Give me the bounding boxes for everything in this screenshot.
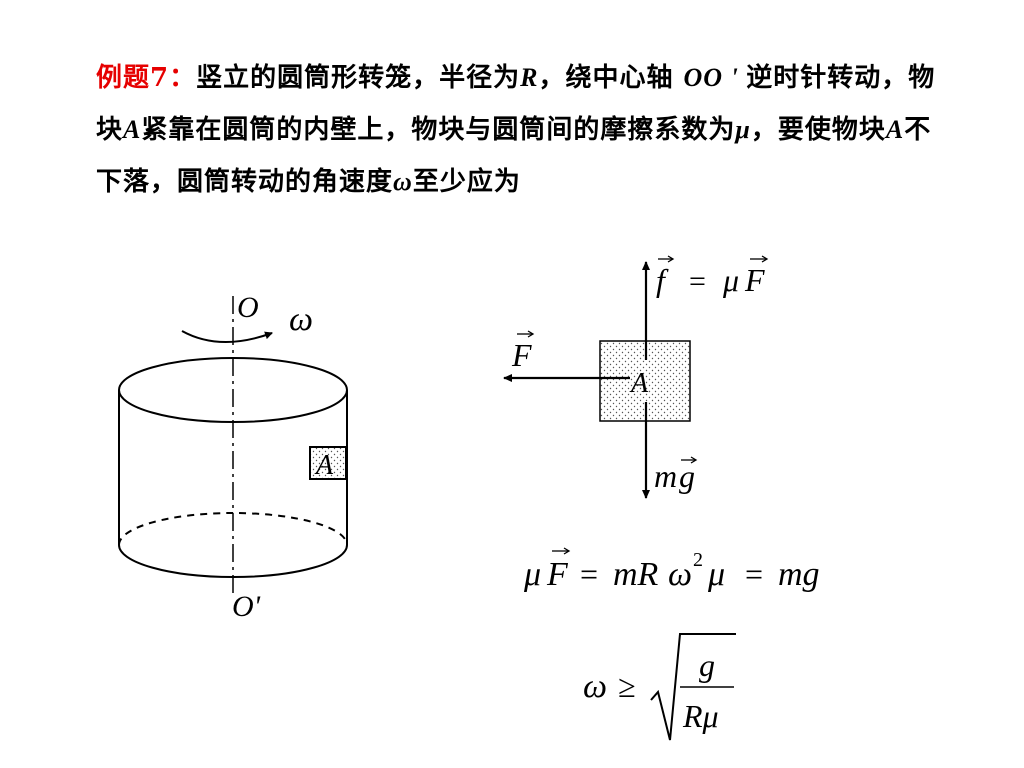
friction-rhs-vector-tip	[761, 255, 769, 263]
ineq-radical	[650, 633, 736, 741]
var-mu: μ	[735, 115, 751, 144]
ineq-denominator: Rμ	[682, 698, 719, 734]
force-block-label: A	[629, 368, 649, 399]
ineq-omega: ω	[583, 668, 607, 705]
rotation-arrow	[181, 330, 273, 343]
normal-force-label: F	[511, 337, 532, 373]
gravity-m: m	[654, 458, 677, 494]
axis-top-label: O	[237, 291, 259, 324]
eq1-equals-1: =	[580, 556, 598, 592]
var-A-1: A	[123, 115, 142, 144]
gravity-g: g	[679, 458, 695, 494]
friction-lhs: f	[656, 262, 669, 298]
eq1-equals-2: =	[745, 556, 763, 592]
problem-text-2: ，绕中心轴	[538, 63, 684, 93]
var-omega: ω	[393, 167, 413, 196]
problem-text-1: 竖立的圆筒形转笼，半径为	[196, 63, 521, 93]
friction-eq-sign: =	[689, 265, 706, 298]
eq1-mg: mg	[778, 556, 820, 593]
normal-force-vector-tip	[527, 330, 535, 338]
eq1-mR: mR	[613, 556, 659, 593]
cylinder-block-label: A	[314, 450, 334, 481]
ineq-geq: ≥	[618, 668, 636, 704]
gravity-vector-tip	[690, 456, 698, 464]
problem-text-4: 紧靠在圆筒的内壁上，物块与圆筒间的摩擦系数为	[141, 115, 736, 145]
cylinder-figure: O ω O' A	[118, 291, 348, 623]
eq1-F: F	[546, 556, 569, 593]
cylinder-block	[309, 446, 347, 480]
problem-label: 例题7：	[96, 63, 197, 93]
var-A-2: A	[885, 115, 905, 144]
omega-label: ω	[289, 301, 313, 338]
eq1-exponent: 2	[693, 549, 703, 571]
equation-1: μ F = mR ω 2 μ = mg	[523, 547, 820, 593]
ineq-numerator: g	[699, 647, 715, 683]
eq1-omega: ω	[668, 556, 692, 593]
axis-bottom-label: O'	[232, 590, 261, 623]
problem-text-7: 至少应为	[412, 167, 521, 197]
force-diagram: A f = μ F F m g	[503, 255, 769, 499]
eq1-mu: μ	[523, 556, 541, 593]
var-OO: OO '	[683, 63, 747, 92]
problem-text-5: ，要使物块	[750, 115, 886, 145]
inequality: ω ≥ g Rμ	[583, 633, 736, 741]
var-R: R	[520, 63, 539, 92]
problem-text-6: 不下落，圆筒转动的角速度	[96, 115, 932, 197]
problem-text-3: 逆时针转动，物块	[96, 63, 936, 145]
friction-rhs-mu: μ	[722, 262, 739, 298]
eq1-F-vector-tip	[563, 547, 571, 555]
problem-statement: 例题7：竖立的圆筒形转笼，半径为R，绕中心轴 OO ' 逆时针转动，物块A紧靠在…	[96, 52, 956, 208]
friction-lhs-vector-tip	[667, 255, 675, 263]
eq1-mu-2: μ	[707, 556, 725, 593]
friction-rhs-F: F	[744, 262, 765, 298]
